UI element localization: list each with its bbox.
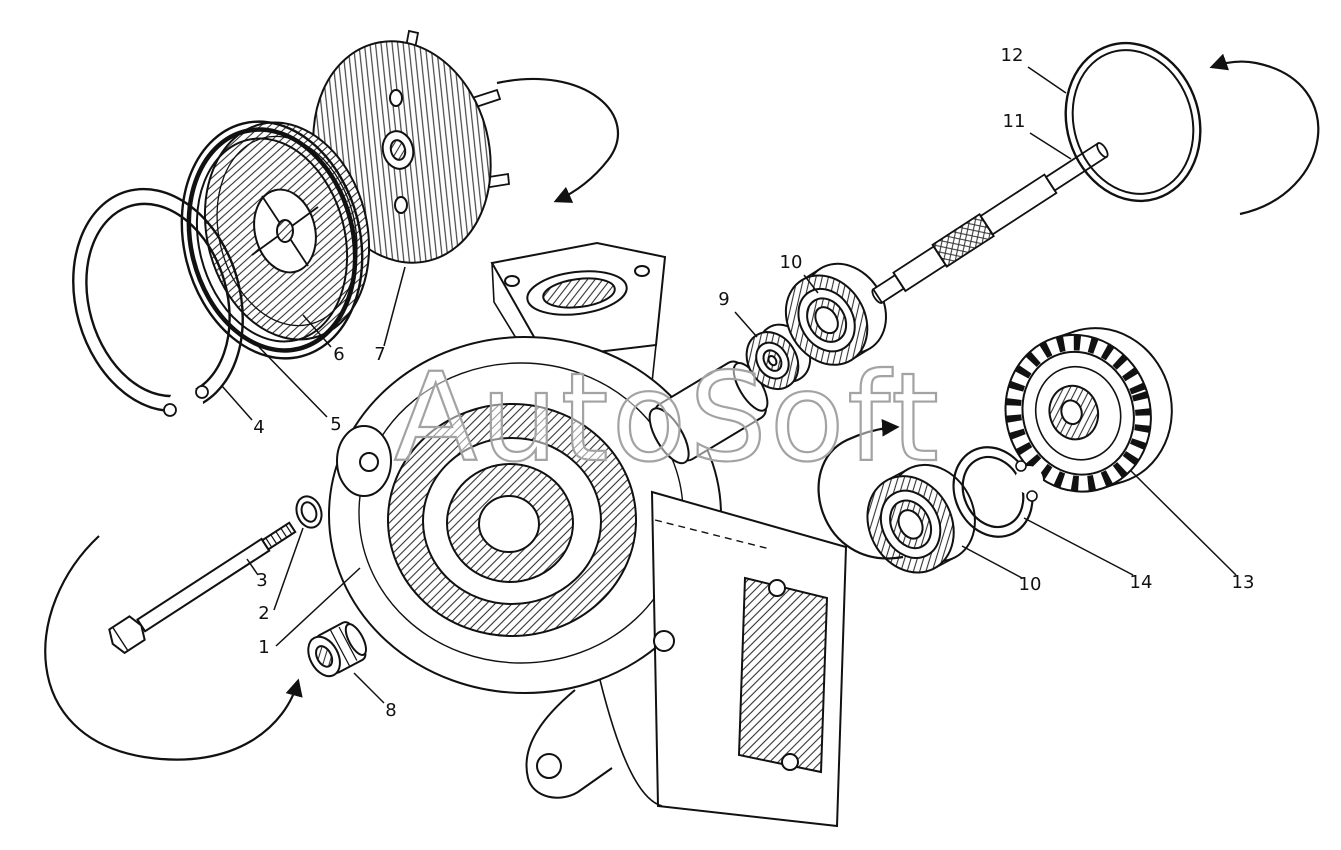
bolt-threads: [264, 524, 293, 548]
leader-line: [302, 314, 332, 348]
part-shaft: [871, 142, 1109, 304]
part-washer: [295, 495, 323, 529]
leader-line: [275, 567, 361, 647]
part-bolt: [108, 521, 297, 655]
part-plug: [307, 621, 367, 678]
leader-lines: [221, 66, 1237, 704]
part-label-14: 14: [1130, 572, 1153, 593]
leader-line: [273, 527, 304, 611]
part-bearing-10-top: [784, 262, 887, 366]
part-o-ring: [1064, 41, 1202, 203]
part-label-8: 8: [385, 700, 396, 721]
leader-line: [1029, 132, 1072, 160]
part-label-5: 5: [330, 414, 341, 435]
part-snap-ring-14: [952, 446, 1043, 538]
part-housing: [328, 241, 848, 828]
part-label-12: 12: [1001, 45, 1024, 66]
leader-line: [256, 344, 328, 418]
part-label-10-bottom: 10: [1019, 574, 1042, 595]
leader-line: [961, 545, 1023, 579]
part-label-3: 3: [256, 570, 267, 591]
part-label-1: 1: [258, 637, 269, 658]
arrow-bottom-left: [44, 535, 303, 761]
part-label-10-top: 10: [780, 252, 803, 273]
leader-line: [803, 274, 819, 294]
arrow-mid-right: [817, 419, 904, 560]
part-label-4: 4: [253, 417, 264, 438]
arrow-top-center: [496, 77, 620, 203]
leader-line: [221, 385, 253, 421]
part-label-9: 9: [718, 289, 729, 310]
part-snap-ring-4: [72, 187, 244, 420]
part-label-11: 11: [1003, 111, 1026, 132]
part-impeller: [203, 121, 371, 341]
part-label-13: 13: [1232, 572, 1255, 593]
assembly-arrows: [44, 53, 1320, 761]
leader-line: [246, 558, 259, 576]
leader-line: [1023, 517, 1134, 576]
part-label-6: 6: [333, 344, 344, 365]
watermark: AutoSoft: [394, 347, 942, 489]
part-seal-ring: [180, 120, 364, 360]
part-bearing-10-bottom: [866, 463, 976, 574]
part-labels: 1 2 3 4 5 6 7 8 9 10 10 11 12 13 14: [253, 45, 1254, 721]
arrow-top-right: [1209, 53, 1320, 216]
part-label-7: 7: [374, 344, 385, 365]
leader-line: [734, 311, 758, 338]
leader-line: [1027, 66, 1067, 94]
leader-line: [353, 672, 385, 704]
leader-line: [383, 266, 406, 347]
part-gear: [1004, 327, 1173, 493]
part-label-2: 2: [258, 603, 269, 624]
leader-line: [1129, 469, 1237, 576]
